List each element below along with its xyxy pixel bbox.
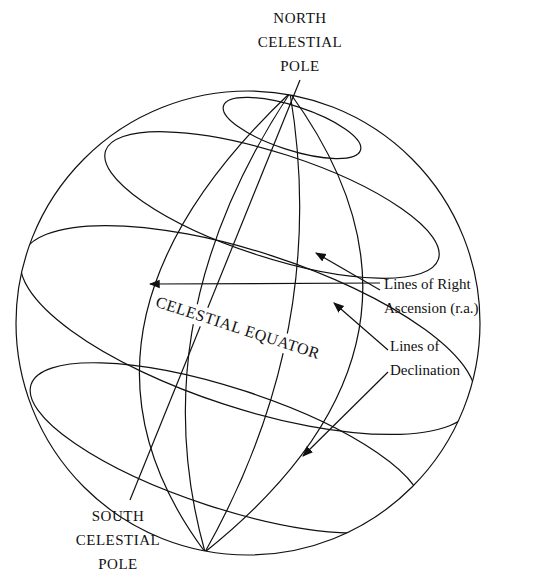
- leader-arrow: [316, 253, 380, 290]
- equator-label: CELESTIAL EQUATOR: [151, 291, 324, 364]
- declination-line: [217, 85, 368, 171]
- callout-label: Lines of Declination: [390, 334, 482, 382]
- polar-axis: [130, 80, 300, 500]
- leader-arrow: [303, 372, 388, 456]
- leader-arrow: [334, 303, 388, 350]
- pole-label: NORTH CELESTIAL POLE: [248, 6, 352, 78]
- sphere-outline: [16, 91, 480, 555]
- equator-line: [0, 182, 498, 477]
- leader-arrow: [150, 283, 380, 284]
- pole-label: SOUTH CELESTIAL POLE: [66, 504, 170, 576]
- callout-label: Lines of Right Ascension (r.a.): [384, 272, 514, 320]
